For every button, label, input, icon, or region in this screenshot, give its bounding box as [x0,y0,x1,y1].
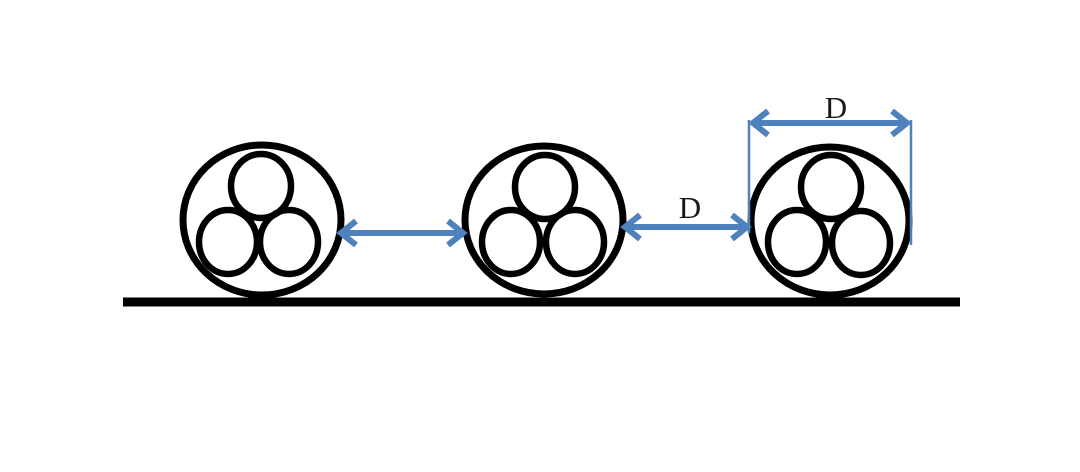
spacing-arrow-1-icon [336,218,468,248]
diameter-arrow-icon [748,108,912,138]
diameter-dimension-label: D [825,90,847,125]
conductor-circle-bottom-left [764,206,830,278]
diameter-dimension: D [747,90,913,245]
conductor-circle-top [511,151,579,223]
conductor-circle-bottom-left [195,206,261,278]
conductor-circle-bottom-left [478,206,544,278]
conductor-circle-bottom-right [256,206,322,278]
spacing-dimension-label: D [679,190,701,225]
conductor-circle-bottom-right [542,206,608,278]
cable-bundle-3 [747,143,913,299]
outer-sheath-circle [461,142,627,298]
conductor-circle-top [797,151,865,223]
cable-bundle-1 [179,141,345,299]
conductor-circle-top [227,150,295,222]
cable-bundle-2 [461,142,627,298]
outer-sheath-circle [179,141,345,299]
spacing-arrow-2-icon [620,212,752,242]
outer-sheath-circle [747,143,913,299]
conductor-circle-bottom-right [828,207,894,279]
